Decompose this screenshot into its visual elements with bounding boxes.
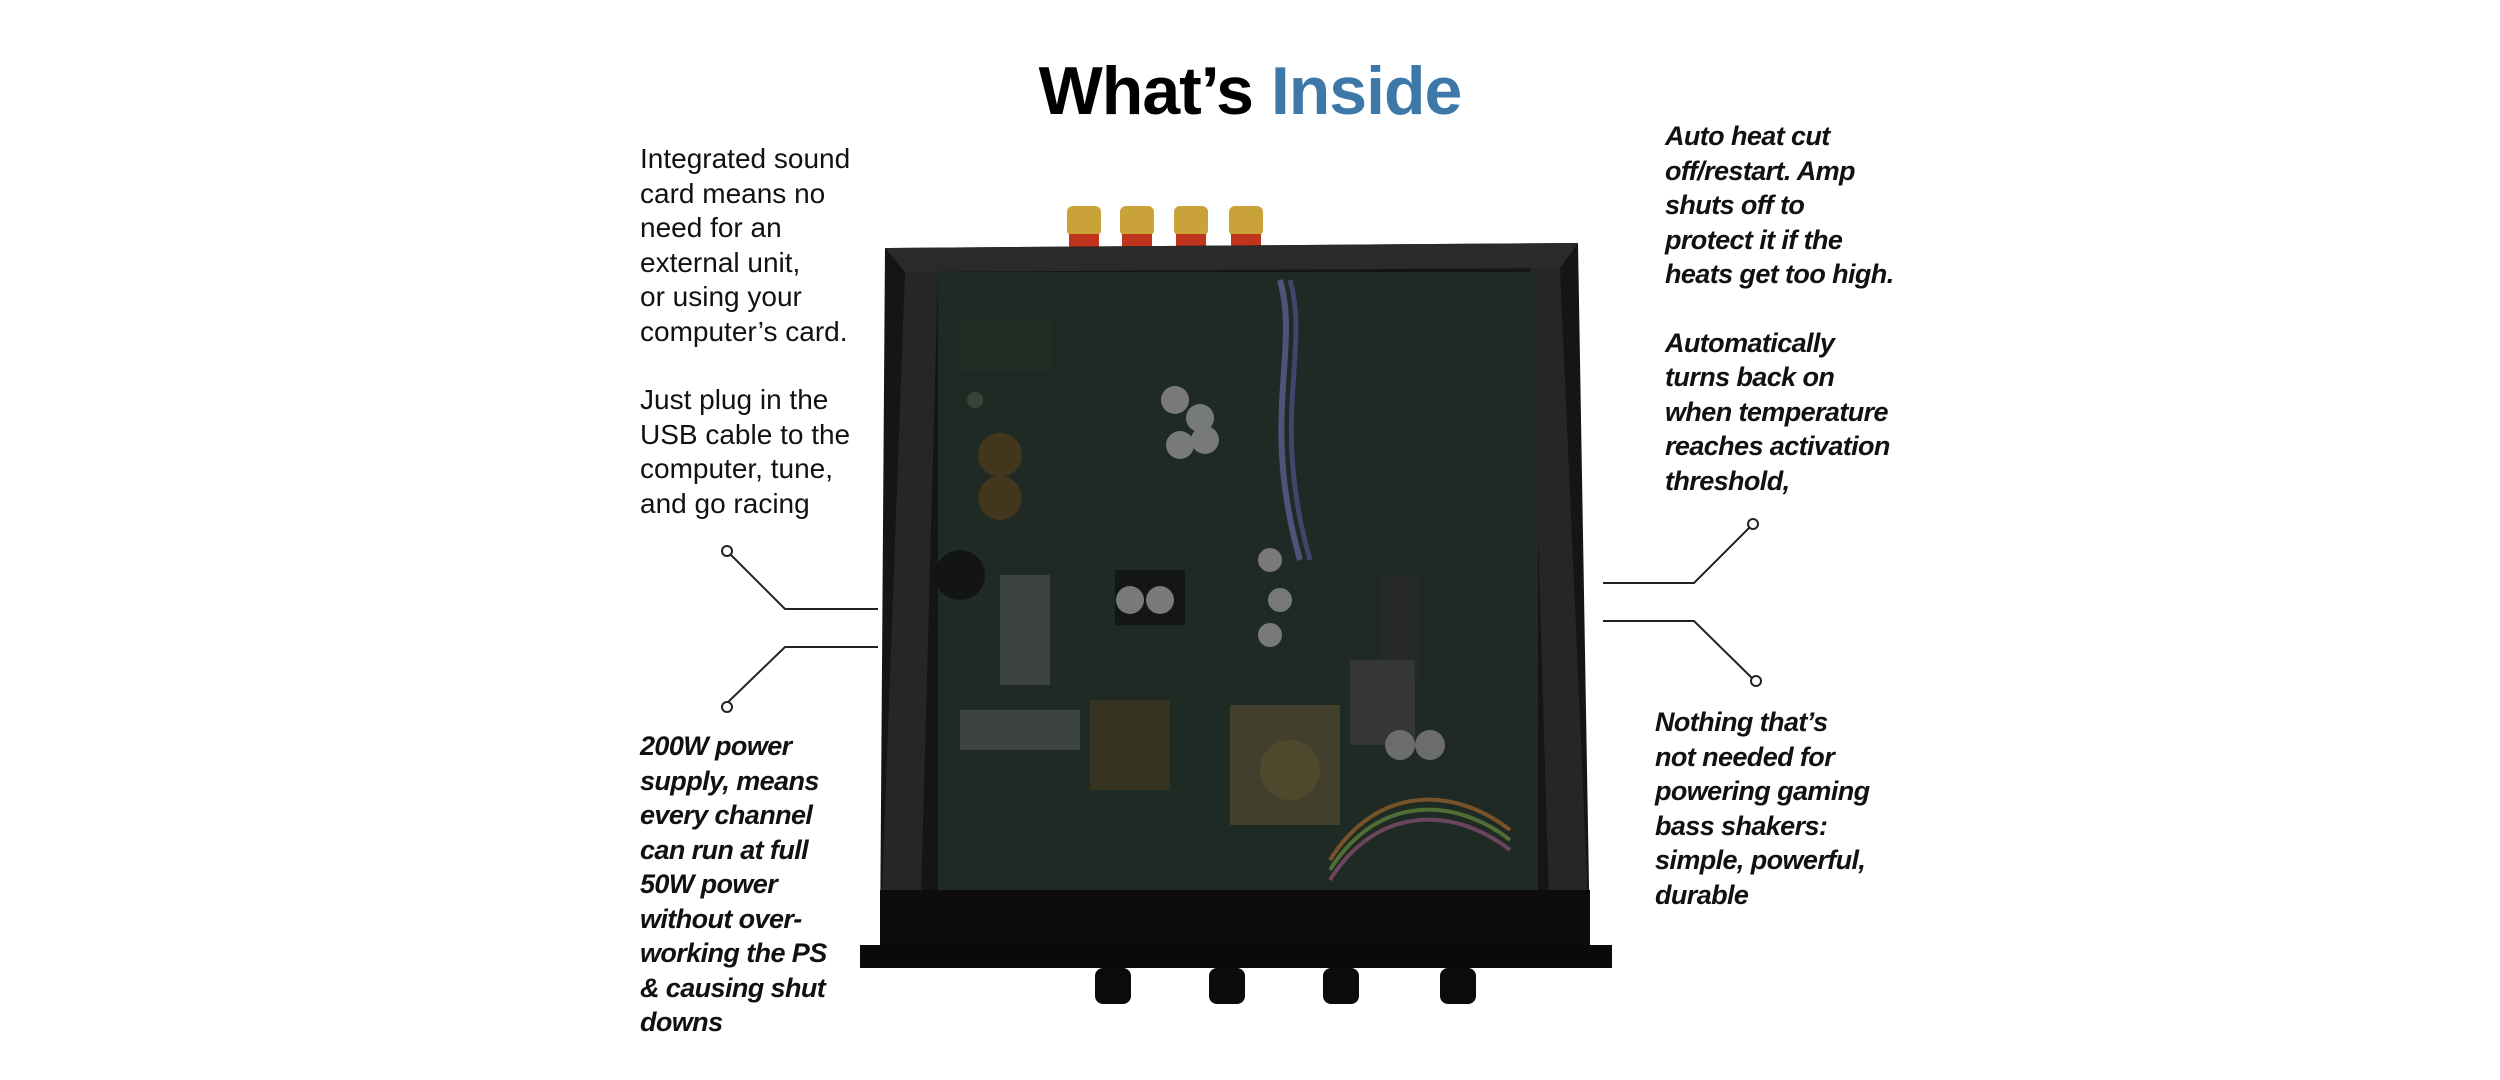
page-title: What’s Inside — [0, 52, 2500, 130]
callout-text-line: Automatically — [1665, 327, 1835, 358]
leader-line-left-bottom — [723, 646, 878, 707]
callout-power-supply: 200W power supply, means every channel c… — [640, 729, 827, 1040]
leader-line-left-top — [723, 547, 878, 610]
callout-text-line: shuts off to — [1665, 190, 1805, 220]
callout-text-line: turns back on — [1665, 362, 1835, 392]
callout-text-line: and go racing — [640, 487, 810, 519]
leader-dot-left-top — [721, 545, 733, 557]
callout-text-line: threshold, — [1665, 465, 1790, 496]
callout-text-line: reaches activation — [1665, 431, 1890, 461]
callout-text-line: external unit, — [640, 246, 801, 278]
callout-sound-card: Integrated sound card means no need for … — [640, 142, 850, 521]
callout-text-line: without over- — [640, 903, 802, 934]
callout-text-line: Integrated sound — [640, 143, 851, 174]
rca-jacks — [1095, 968, 1476, 1004]
callout-text-line: USB cable to the — [640, 418, 851, 450]
callout-text-line: working the PS — [640, 938, 827, 968]
callout-text-line: off/restart. Amp — [1665, 155, 1856, 186]
leader-dot-left-bottom — [721, 701, 733, 713]
callout-text-line: every channel — [640, 800, 813, 830]
leader-line-right-bottom — [1603, 620, 1756, 682]
leader-line-right-top — [1603, 522, 1755, 584]
callout-text-line: 200W power — [640, 731, 792, 761]
callout-text-line: need for an — [640, 212, 782, 243]
callout-text-line: computer’s card. — [640, 315, 848, 347]
leader-dot-right-top — [1747, 518, 1759, 530]
callout-text-line: heats get too high. — [1665, 259, 1894, 289]
callout-text-line: Nothing that’s — [1655, 707, 1828, 737]
callout-text-line: Auto heat cut — [1665, 121, 1830, 151]
callout-text-line: when temperature — [1665, 396, 1889, 427]
callout-text-line: supply, means — [640, 765, 819, 796]
title-prefix: What’s — [1038, 53, 1271, 129]
callout-text-line: Just plug in the — [640, 384, 829, 415]
speaker-terminals — [1067, 206, 1263, 250]
callout-text-line: & causing shut — [640, 972, 826, 1003]
callout-text-line: or using your — [640, 281, 802, 312]
callout-text-line: computer, tune, — [640, 453, 834, 484]
callout-text-line: not needed for — [1655, 741, 1835, 772]
callout-text-line: downs — [640, 1007, 723, 1037]
callout-text-line: simple, powerful, — [1655, 845, 1866, 875]
leader-dot-right-bottom — [1750, 675, 1762, 687]
callout-text-line: bass shakers: — [1655, 810, 1828, 841]
title-accent: Inside — [1270, 53, 1462, 129]
circuit-board — [935, 279, 1512, 882]
callout-text-line: protect it if the — [1665, 224, 1843, 255]
callout-text-line: 50W power — [640, 869, 778, 899]
callout-text-line: durable — [1655, 879, 1749, 910]
callout-text-line: can run at full — [640, 834, 809, 865]
callout-simple-design: Nothing that’s not needed for powering g… — [1655, 705, 1870, 912]
callout-text-line: card means no — [640, 177, 826, 209]
callout-text-line: powering gaming — [1655, 776, 1870, 806]
callout-heat-cutoff: Auto heat cut off/restart. Amp shuts off… — [1665, 119, 1894, 498]
